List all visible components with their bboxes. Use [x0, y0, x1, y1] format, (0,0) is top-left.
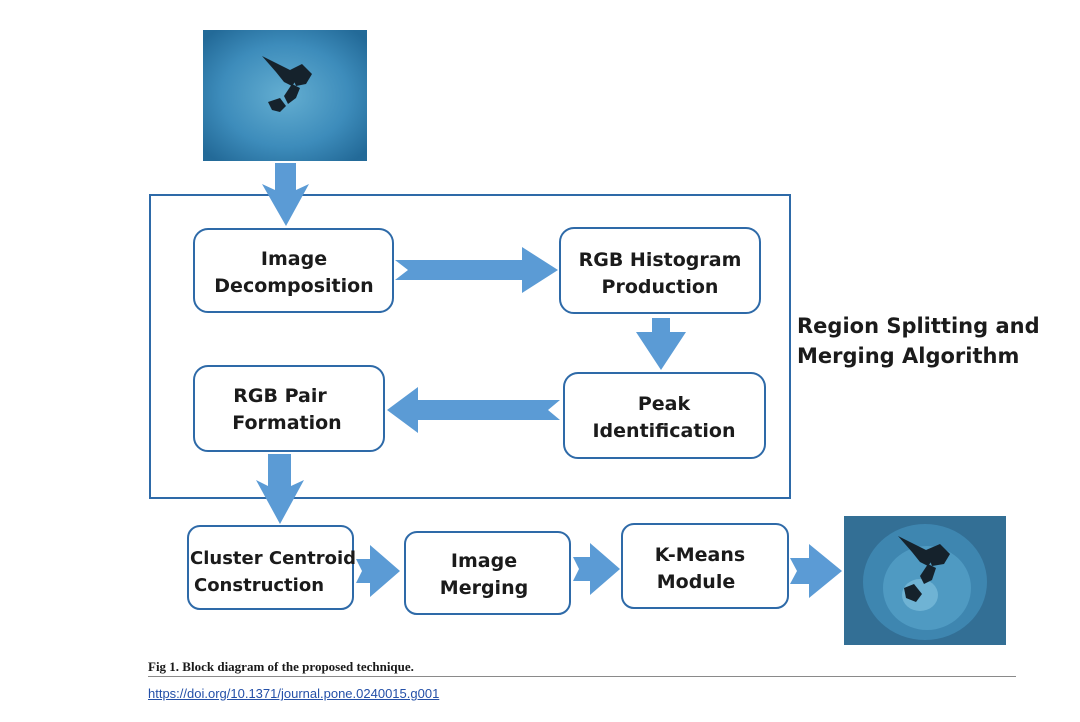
node-peak-identification: Peak Identification	[563, 372, 766, 459]
node-rgb-histogram: RGB Histogram Production	[559, 227, 761, 314]
arrow-pair-to-centroid	[256, 454, 304, 524]
arrow-decomposition-to-histogram	[395, 247, 558, 293]
node-rgb-pair: RGB Pair Formation	[193, 365, 385, 452]
node-label-line2: Production	[602, 276, 719, 298]
bird-icon	[898, 536, 950, 602]
node-label-line1: Peak	[638, 393, 691, 415]
arrow-kmeans-to-output	[790, 544, 842, 598]
region-boundary	[149, 194, 791, 499]
arrow-merging-to-kmeans	[573, 543, 620, 595]
node-cluster-centroid: Cluster Centroid Construction	[187, 525, 356, 610]
node-label-line2: Merging	[440, 577, 528, 599]
node-label-line1: K-Means	[655, 544, 745, 566]
arrow-peak-to-pair	[387, 387, 560, 433]
arrow-histogram-to-peak	[636, 318, 686, 370]
arrow-input-down	[262, 163, 309, 226]
node-label-line2: Formation	[232, 412, 341, 434]
node-label-line2: Module	[657, 571, 736, 593]
bird-icon	[262, 56, 312, 112]
doi-link[interactable]: https://doi.org/10.1371/journal.pone.024…	[148, 686, 440, 701]
region-title-line2: Merging Algorithm	[797, 344, 1019, 368]
figure-caption: Fig 1. Block diagram of the proposed tec…	[148, 659, 414, 674]
arrow-centroid-to-merging	[356, 545, 400, 597]
input-image	[203, 30, 367, 161]
node-label-line1: Image	[261, 248, 327, 270]
node-label-line1: Cluster Centroid	[190, 548, 356, 569]
region-title-line1: Region Splitting and	[797, 314, 1040, 338]
node-image-decomposition: Image Decomposition	[193, 228, 394, 313]
node-label-line2: Identification	[592, 420, 735, 442]
node-kmeans-module: K-Means Module	[621, 523, 789, 609]
caption-divider	[148, 676, 1016, 677]
output-image	[844, 516, 1006, 645]
node-label-line1: RGB Histogram	[579, 249, 742, 271]
node-image-merging: Image Merging	[404, 531, 571, 615]
node-label-line1: RGB Pair	[233, 385, 327, 407]
node-label-line1: Image	[451, 550, 517, 572]
node-label-line2: Decomposition	[214, 275, 373, 297]
node-label-line2: Construction	[194, 575, 324, 596]
